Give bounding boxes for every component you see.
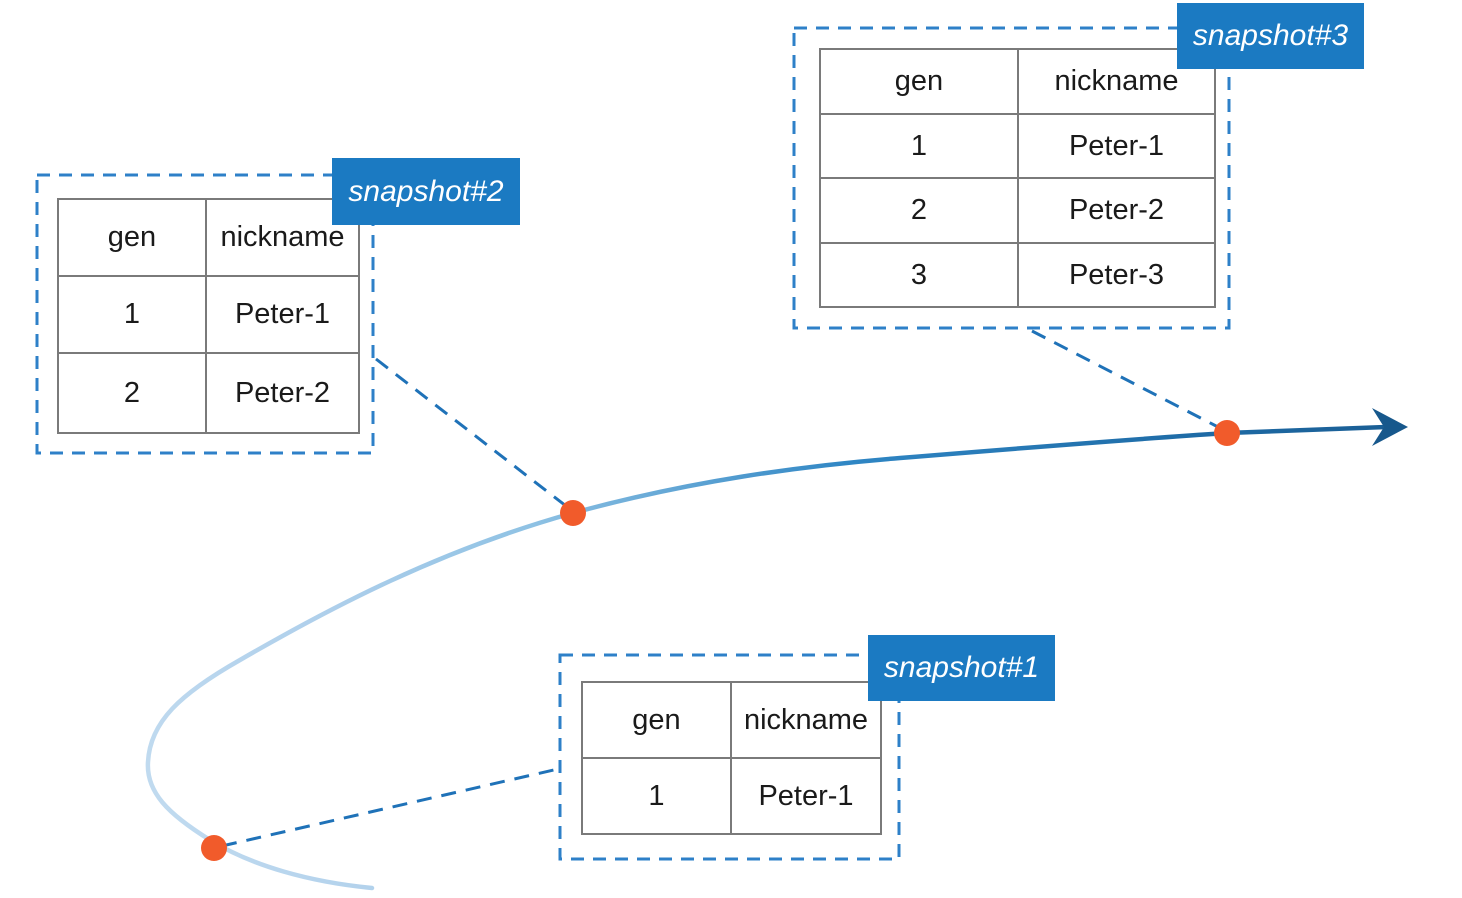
cell-nickname: Peter-2 [1017, 177, 1216, 244]
cell-gen: 1 [57, 275, 207, 354]
snapshot1-label: snapshot#1 [868, 635, 1055, 701]
column-header-nickname: nickname [730, 681, 882, 759]
cell-gen: 3 [819, 242, 1019, 308]
table-row: 2 Peter-2 [819, 177, 1216, 244]
table-row: 2 Peter-2 [57, 352, 360, 434]
table-row: 1 Peter-1 [581, 757, 882, 835]
snapshot2-table: gen nickname 1 Peter-1 2 Peter-2 [57, 198, 360, 434]
cell-nickname: Peter-1 [730, 757, 882, 835]
snapshot1-table: gen nickname 1 Peter-1 [581, 681, 882, 835]
timeline-curve [145, 424, 1389, 891]
snapshot1-connector [221, 767, 559, 848]
table-row: 1 Peter-1 [57, 275, 360, 354]
cell-nickname: Peter-3 [1017, 242, 1216, 308]
cell-nickname: Peter-1 [1017, 113, 1216, 179]
snapshot2-label: snapshot#2 [332, 158, 520, 225]
table-header-row: gen nickname [57, 198, 360, 277]
column-header-nickname: nickname [1017, 48, 1216, 115]
table-row: 1 Peter-1 [819, 113, 1216, 179]
snapshot3-table: gen nickname 1 Peter-1 2 Peter-2 3 Peter… [819, 48, 1216, 308]
cell-gen: 1 [581, 757, 732, 835]
column-header-gen: gen [819, 48, 1019, 115]
snapshot2-point [560, 500, 586, 526]
table-row: 3 Peter-3 [819, 242, 1216, 308]
table-header-row: gen nickname [581, 681, 882, 759]
cell-gen: 2 [819, 177, 1019, 244]
cell-gen: 2 [57, 352, 207, 434]
snapshot1-dashed-box [558, 653, 901, 861]
timeline-arrowhead-icon [1372, 408, 1408, 446]
cell-nickname: Peter-2 [205, 352, 360, 434]
snapshot3-connector [1031, 329, 1219, 429]
snapshot2-connector [375, 357, 567, 508]
column-header-gen: gen [581, 681, 732, 759]
table-header-row: gen nickname [819, 48, 1216, 115]
snapshot2-dashed-box [35, 173, 375, 455]
snapshot1-point [201, 835, 227, 861]
snapshot3-dashed-box [792, 26, 1231, 330]
snapshot3-point [1214, 420, 1240, 446]
column-header-gen: gen [57, 198, 207, 277]
cell-gen: 1 [819, 113, 1019, 179]
snapshot3-label: snapshot#3 [1177, 3, 1364, 69]
cell-nickname: Peter-1 [205, 275, 360, 354]
